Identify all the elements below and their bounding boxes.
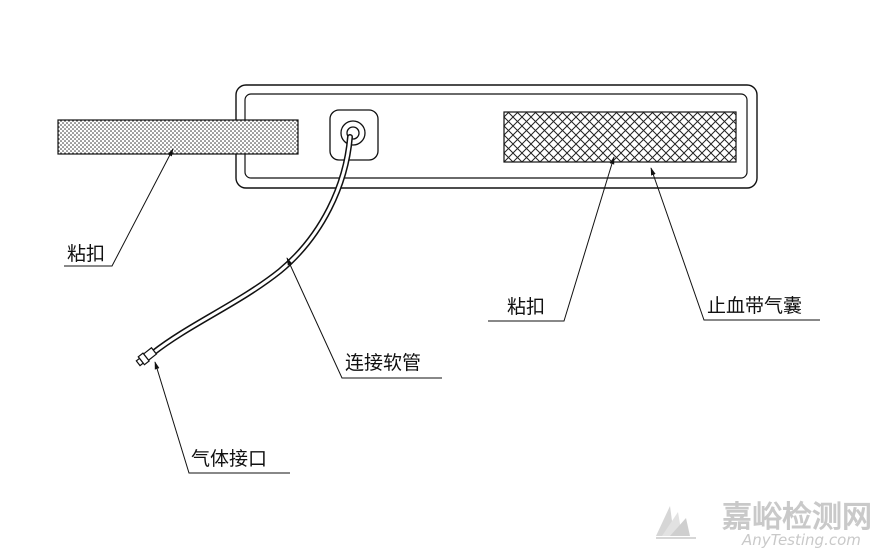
watermark-cn: 嘉峪检测网 [722, 500, 872, 535]
label-tube: 连接软管 [345, 352, 421, 374]
leader-velcro-left [64, 148, 174, 267]
watermark: 嘉峪检测网 AnyTesting.com [656, 500, 872, 549]
leader-airbag [650, 167, 820, 321]
connecting-tube-inner [151, 135, 352, 355]
leader-air-port [154, 361, 290, 474]
air-port-fitting [135, 346, 158, 367]
leader-tube [286, 257, 442, 379]
label-velcro-right: 粘扣 [507, 296, 545, 318]
label-velcro-left: 粘扣 [67, 243, 105, 265]
velcro-right-strip [503, 111, 737, 163]
label-air-port: 气体接口 [191, 448, 267, 470]
watermark-logo-icon [656, 506, 696, 539]
velcro-left-strip [57, 119, 299, 155]
watermark-en: AnyTesting.com [741, 531, 861, 549]
label-airbag: 止血带气囊 [707, 295, 802, 317]
leader-velcro-right [488, 156, 615, 322]
